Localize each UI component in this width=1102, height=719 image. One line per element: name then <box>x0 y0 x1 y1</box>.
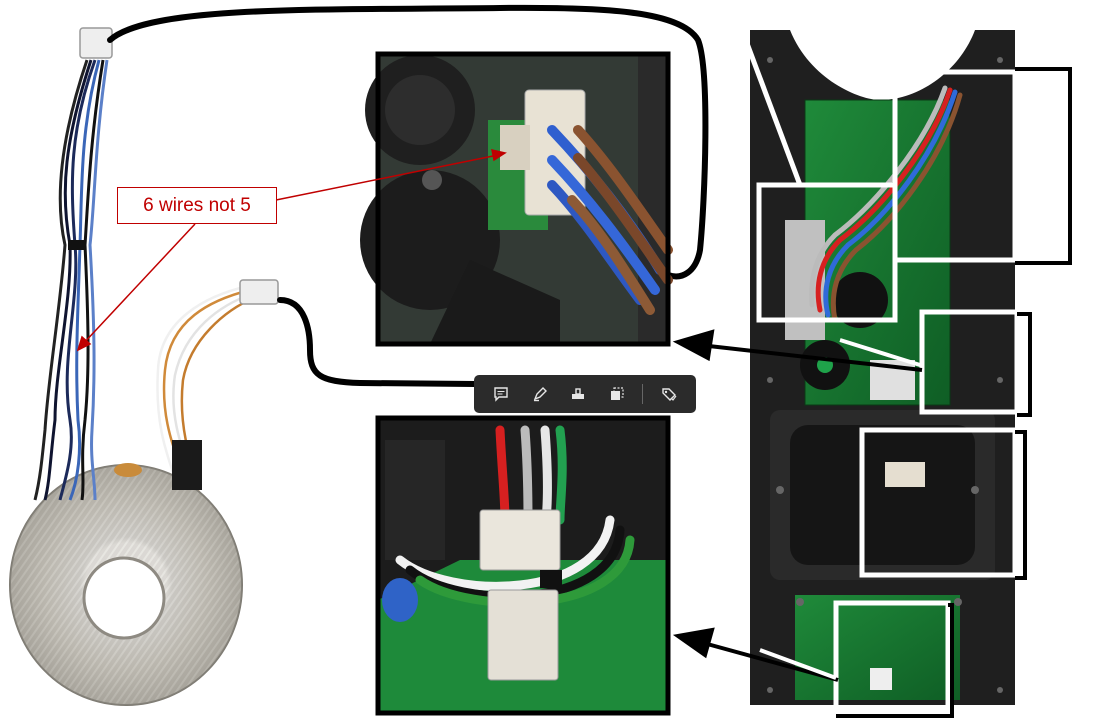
connector-lines <box>107 4 709 387</box>
highlight-boxes-white <box>756 69 1020 714</box>
toroidal-transformer <box>9 463 243 706</box>
wire-count-annotation: 6 wires not 5 <box>117 187 277 224</box>
highlight-boxes-black <box>836 67 1072 718</box>
crop-icon[interactable] <box>604 381 630 407</box>
primary-wire-harness <box>33 27 113 501</box>
stamp-icon[interactable] <box>565 381 591 407</box>
highlighter-icon[interactable] <box>527 381 553 407</box>
toolbar-separator <box>642 384 644 404</box>
annotation-toolbar <box>474 375 696 413</box>
connector-closeup-top <box>360 51 673 347</box>
secondary-wire-harness <box>156 279 279 491</box>
comment-icon[interactable] <box>488 381 514 407</box>
annotation-arrows-red <box>76 149 507 352</box>
callout-white-segments <box>759 338 921 680</box>
callout-arrows <box>672 329 923 682</box>
callout-line-white <box>742 37 803 186</box>
connector-closeup-bottom <box>375 415 671 716</box>
tag-icon[interactable] <box>656 381 682 407</box>
